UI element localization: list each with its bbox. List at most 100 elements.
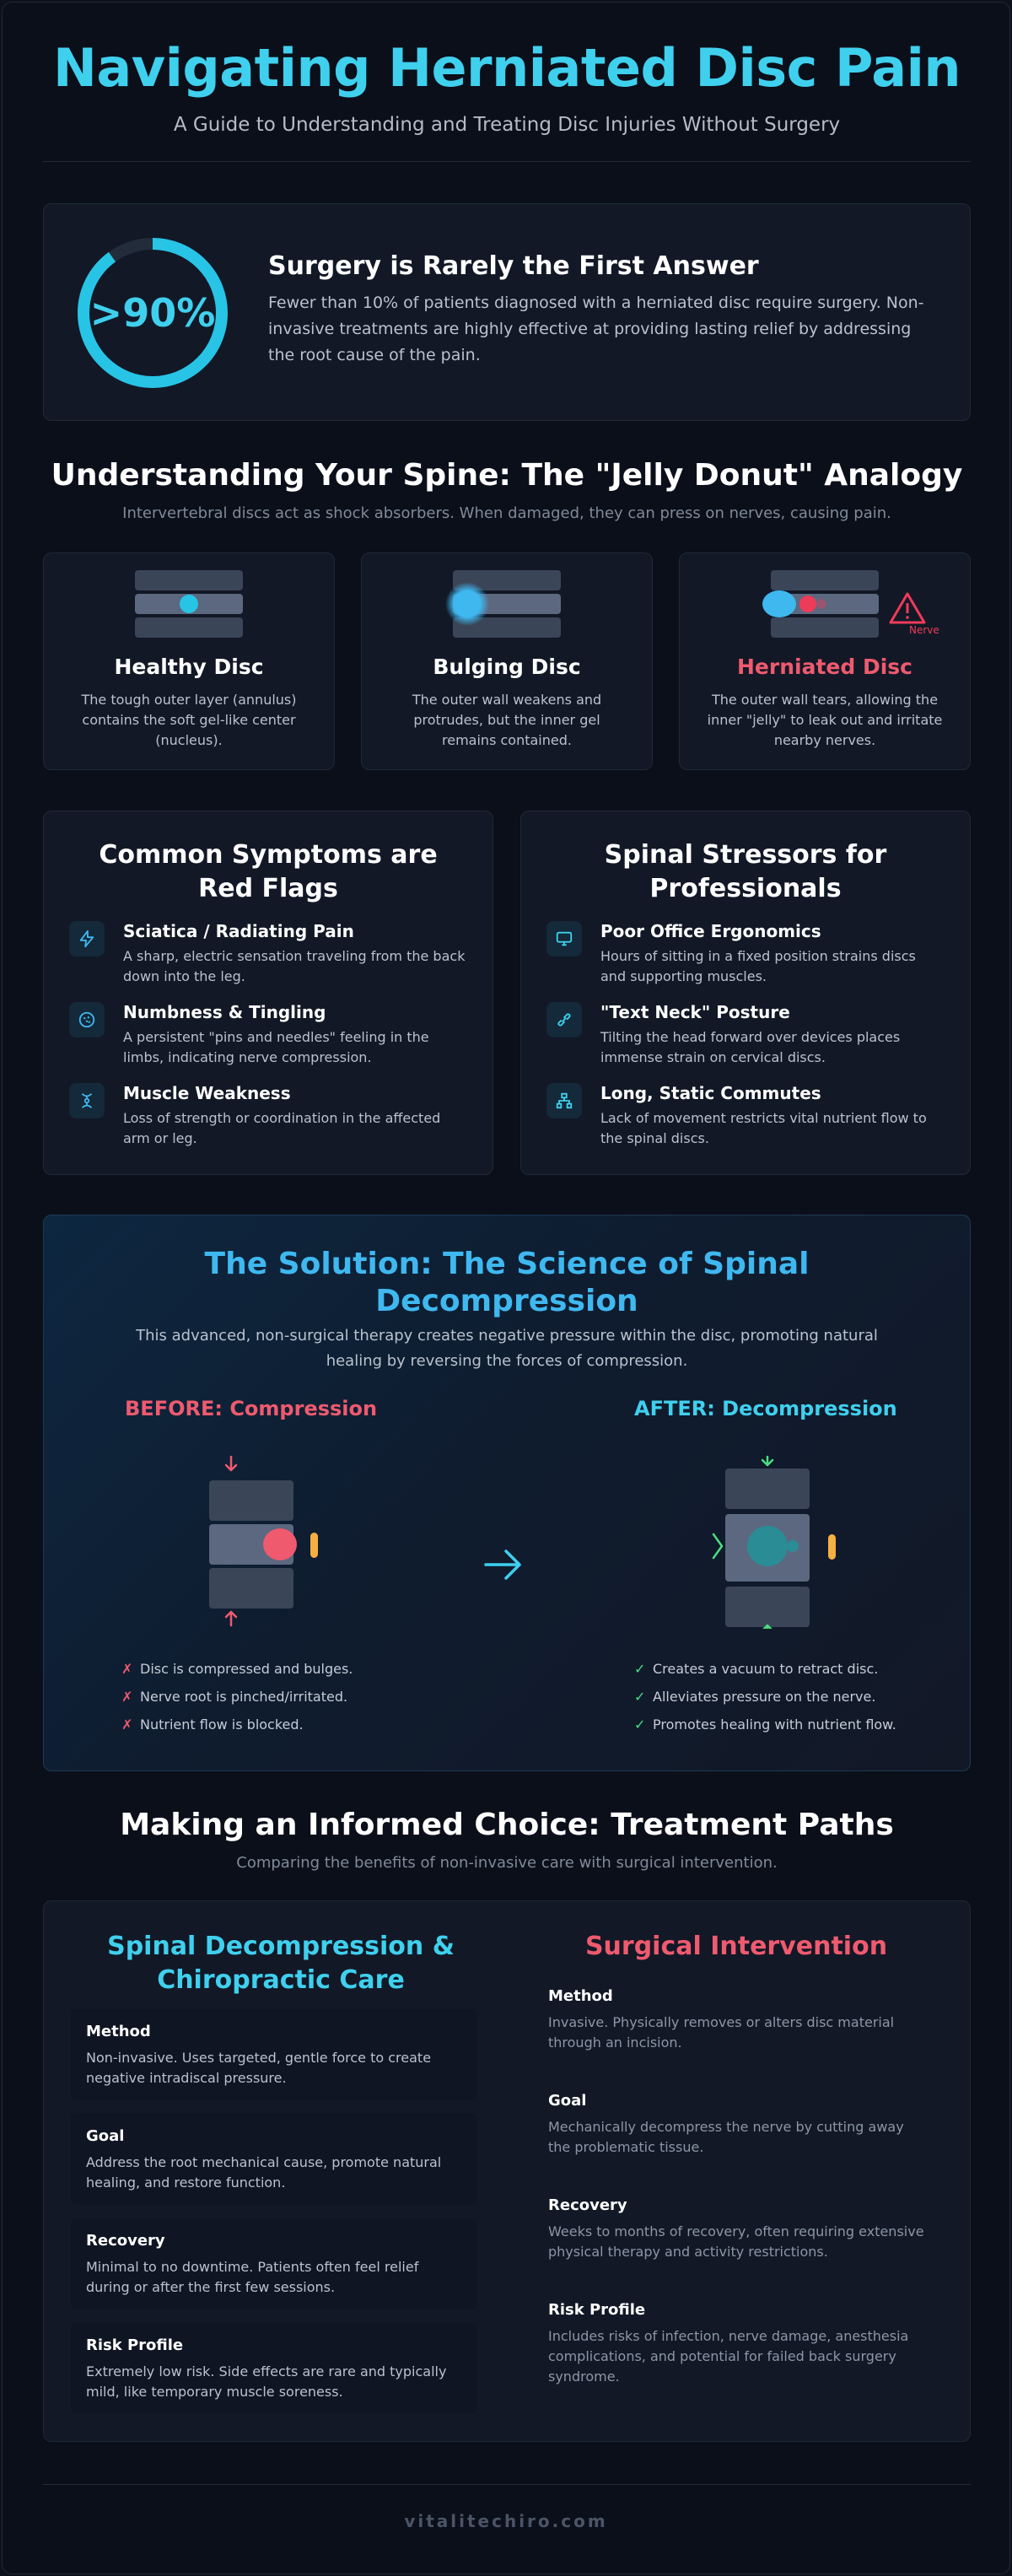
list-item: Poor Office Ergonomics Hours of sitting …: [546, 921, 945, 989]
monitor-icon: [546, 921, 582, 957]
row-text: Mechanically decompress the nerve by cut…: [548, 2119, 904, 2155]
row-label: Risk Profile: [548, 2301, 646, 2319]
row-label: Goal: [548, 2092, 587, 2110]
disc-card-healthy: Healthy Disc The tough outer layer (annu…: [43, 552, 335, 770]
compressed-disc-icon: [209, 1455, 318, 1627]
item-text: A persistent "pins and needles" feeling …: [123, 1029, 429, 1065]
stat-text: Fewer than 10% of patients diagnosed wit…: [268, 294, 924, 364]
check-mark-icon: ✓: [634, 1661, 646, 1677]
row-label: Risk Profile: [86, 2336, 184, 2354]
after-points: ✓ Creates a vacuum to retract disc. ✓Alle…: [634, 1661, 896, 1744]
comparison-row: Recovery Minimal to no downtime. Patient…: [71, 2218, 477, 2309]
check-mark-icon: ✓: [634, 1689, 646, 1705]
divider: [43, 2484, 971, 2485]
x-mark-icon: ✗: [121, 1689, 133, 1705]
disc-title: Healthy Disc: [114, 655, 264, 679]
divider: [43, 161, 971, 162]
row-label: Recovery: [548, 2196, 627, 2214]
x-mark-icon: ✗: [121, 1661, 133, 1677]
page-title: Navigating Herniated Disc Pain: [53, 37, 961, 99]
healthy-disc-icon: [135, 570, 243, 638]
list-item: Sciatica / Radiating Pain A sharp, elect…: [69, 921, 467, 989]
comparison-row: Method Invasive. Physically removes or a…: [533, 1974, 939, 2065]
item-title: Numbness & Tingling: [123, 1002, 326, 1022]
dotted-circle-icon: [69, 1002, 105, 1037]
left-column-title: Spinal Decompression & Chiropractic Care: [107, 1932, 455, 1995]
row-text: Address the root mechanical cause, promo…: [86, 2154, 442, 2191]
list-item: ✗ Nutrient flow is blocked.: [121, 1716, 353, 1744]
card-title: Common Symptoms are Red Flags: [99, 840, 438, 903]
comparison-row: Recovery Weeks to months of recovery, of…: [533, 2183, 939, 2274]
network-icon: [546, 1083, 582, 1118]
bulging-disc-icon: [445, 570, 561, 638]
link-icon: [546, 1002, 582, 1037]
symptoms-card: Common Symptoms are Red Flags Sciatica /…: [43, 811, 493, 1175]
item-title: Muscle Weakness: [123, 1083, 291, 1103]
disc-text: The tough outer layer (annulus) contains…: [81, 692, 297, 748]
x-mark-icon: ✗: [121, 1716, 133, 1733]
page-subtitle: A Guide to Understanding and Treating Di…: [173, 114, 841, 136]
stressors-card: Spinal Stressors for Professionals Poor …: [520, 811, 971, 1175]
row-text: Extremely low risk. Side effects are rar…: [86, 2363, 447, 2400]
check-mark-icon: ✓: [634, 1716, 646, 1733]
stat-card: >90% Surgery is Rarely the First Answer …: [43, 203, 971, 421]
decompressed-disc-icon: [712, 1455, 836, 1629]
item-text: Hours of sitting in a fixed position str…: [600, 948, 916, 984]
footer-site: vitalitechiro.com: [404, 2511, 608, 2531]
comparison-row: Method Non-invasive. Uses targeted, gent…: [71, 2009, 477, 2100]
disc-text: The outer wall weakens and protrudes, bu…: [412, 692, 602, 748]
treatment-section-header: Making an Informed Choice: Treatment Pat…: [43, 1808, 971, 1872]
list-item: ✓ Creates a vacuum to retract disc.: [634, 1661, 896, 1689]
comparison-row: Risk Profile Includes risks of infection…: [533, 2288, 939, 2385]
row-text: Non-invasive. Uses targeted, gentle forc…: [86, 2050, 432, 2086]
disc-title: Herniated Disc: [737, 655, 912, 679]
list-item: ✗ Disc is compressed and bulges.: [121, 1661, 353, 1689]
before-points: ✗ Disc is compressed and bulges. ✗ Nerve r…: [121, 1661, 353, 1744]
lightning-icon: [69, 921, 105, 957]
list-item: "Text Neck" Posture Tilting the head for…: [546, 1002, 945, 1070]
herniated-disc-icon: [762, 570, 926, 638]
item-text: Lack of movement restricts vital nutrien…: [600, 1110, 927, 1146]
item-text: A sharp, electric sensation traveling fr…: [123, 948, 466, 984]
point-text: Disc is compressed and bulges.: [140, 1661, 353, 1677]
section-title: Making an Informed Choice: Treatment Pat…: [120, 1808, 894, 1842]
solution-card: The Solution: The Science of Spinal Deco…: [43, 1215, 971, 1771]
spine-section-header: Understanding Your Spine: The "Jelly Don…: [43, 458, 971, 522]
item-text: Loss of strength or coordination in the …: [123, 1110, 441, 1146]
section-subtitle: Intervertebral discs act as shock absorb…: [122, 504, 891, 522]
list-item: ✓ Promotes healing with nutrient flow.: [634, 1716, 896, 1744]
point-text: Nutrient flow is blocked.: [140, 1716, 304, 1733]
disc-card-herniated: Nerve Herniated Disc The outer wall tear…: [679, 552, 971, 770]
disc-text: The outer wall tears, allowing the inner…: [707, 692, 943, 748]
disc-card-bulging: Bulging Disc The outer wall weakens and …: [361, 552, 653, 770]
progress-ring: [78, 238, 228, 388]
card-title: Spinal Stressors for Professionals: [604, 840, 887, 903]
arrow-right-icon: [484, 1549, 521, 1580]
point-text: Nerve root is pinched/irritated.: [140, 1689, 348, 1705]
before-title: BEFORE: Compression: [125, 1397, 378, 1420]
solution-title: The Solution: The Science of Spinal Deco…: [204, 1247, 810, 1318]
section-title: Understanding Your Spine: The "Jelly Don…: [51, 458, 963, 493]
point-text: Promotes healing with nutrient flow.: [653, 1716, 896, 1733]
body-icon: [69, 1083, 105, 1118]
stat-heading: Surgery is Rarely the First Answer: [268, 251, 759, 281]
row-label: Recovery: [86, 2232, 165, 2250]
after-title: AFTER: Decompression: [634, 1397, 897, 1420]
disc-title: Bulging Disc: [433, 655, 581, 679]
list-item: ✓Alleviates pressure on the nerve.: [634, 1689, 896, 1716]
comparison-row: Goal Mechanically decompress the nerve b…: [533, 2078, 939, 2169]
header: Navigating Herniated Disc Pain A Guide t…: [43, 36, 971, 136]
row-text: Weeks to months of recovery, often requi…: [548, 2223, 924, 2260]
item-title: "Text Neck" Posture: [600, 1002, 790, 1022]
treatment-card: Spinal Decompression & Chiropractic Care…: [43, 1900, 971, 2442]
section-subtitle: Comparing the benefits of non-invasive c…: [236, 1854, 778, 1872]
nerve-label: Nerve: [909, 624, 939, 636]
item-title: Long, Static Commutes: [600, 1083, 821, 1103]
row-label: Goal: [86, 2127, 125, 2145]
list-item: Muscle Weakness Loss of strength or coor…: [69, 1083, 467, 1151]
row-text: Invasive. Physically removes or alters d…: [548, 2014, 895, 2051]
item-title: Sciatica / Radiating Pain: [123, 921, 354, 941]
list-item: ✗ Nerve root is pinched/irritated.: [121, 1689, 353, 1716]
point-text: Creates a vacuum to retract disc.: [653, 1661, 879, 1677]
